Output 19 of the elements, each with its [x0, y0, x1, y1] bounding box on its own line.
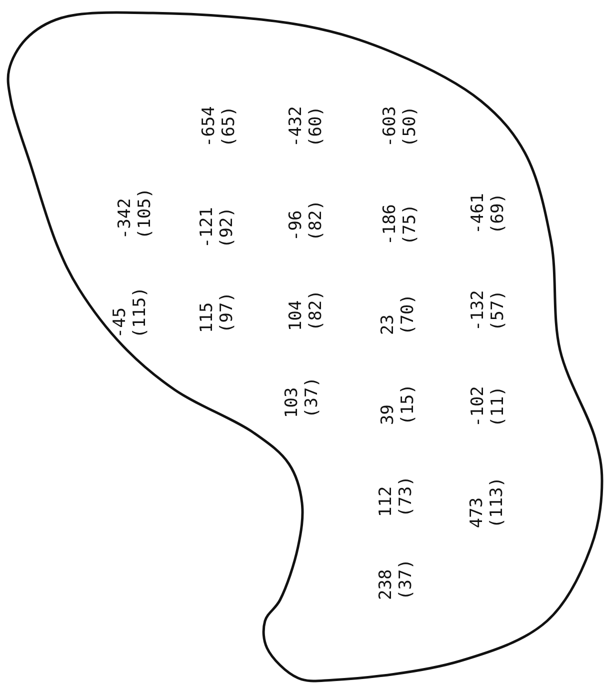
- value-label: -45 (115): [111, 287, 151, 339]
- value-label: -432 (60): [286, 106, 326, 148]
- value-label: -342 (105): [116, 188, 156, 240]
- value-label: 112 (73): [376, 476, 416, 518]
- value-label: -132 (57): [468, 290, 508, 332]
- value-label: 473 (113): [468, 477, 508, 529]
- value-label: -186 (75): [380, 204, 420, 246]
- value-label: -121 (92): [197, 208, 237, 248]
- value-label: 104 (82): [286, 290, 326, 332]
- value-label: -461 (69): [468, 194, 508, 234]
- value-label: 115 (97): [197, 292, 237, 334]
- value-label: -603 (50): [380, 106, 420, 148]
- value-label: 39 (15): [378, 384, 418, 426]
- value-label: 238 (37): [376, 560, 416, 600]
- value-label: -102 (11): [468, 386, 508, 428]
- value-label: -96 (82): [286, 200, 326, 242]
- value-label: 23 (70): [378, 294, 418, 336]
- value-label: 103 (37): [282, 378, 322, 418]
- value-label: -654 (65): [199, 106, 239, 148]
